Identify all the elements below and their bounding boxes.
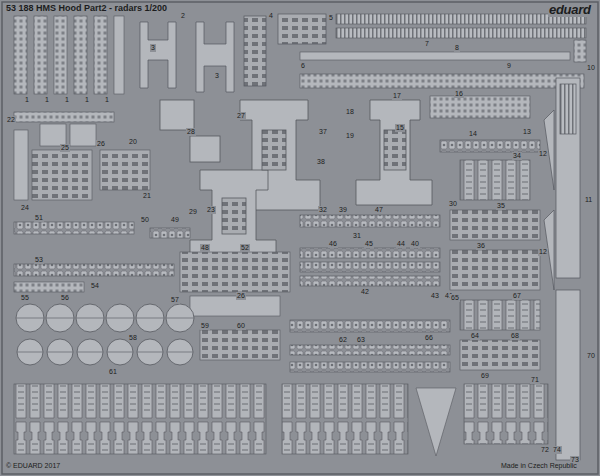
callout-number: 3 [150,44,156,52]
callout-number: 7 [424,40,430,48]
callout-number: 14 [468,130,478,138]
callout-number: 36 [476,242,486,250]
callout-number: 67 [512,292,522,300]
callout-number: 53 [34,256,44,264]
callout-number: 69 [480,372,490,380]
callout-number: 70 [586,352,596,360]
callout-number: 23 [206,206,216,214]
callout-number: 1 [64,96,70,104]
callout-number: 18 [345,108,355,116]
callout-number: 10 [586,64,596,72]
brand-logo: eduard [548,3,592,17]
callout-number: 1 [84,96,90,104]
callout-number: 37 [318,128,328,136]
callout-number: 38 [316,158,326,166]
callout-number: 39 [338,206,348,214]
fret-title: 53 188 HMS Hood Part2 - radars 1/200 [5,3,168,13]
callout-number: 44 [396,240,406,248]
callout-number: 29 [188,208,198,216]
callout-number: 65 [450,294,460,302]
callout-number: 17 [392,92,402,100]
callout-number: 54 [90,282,100,290]
callout-number: 9 [506,62,512,70]
callout-number: 3 [214,72,220,80]
callout-number: 72 [540,446,550,454]
callout-number: 55 [20,294,30,302]
callout-number: 4 [268,12,274,20]
callout-number: 31 [352,232,362,240]
callout-number: 27 [236,112,246,120]
callout-number: 26 [236,292,246,300]
callout-number: 60 [236,322,246,330]
callout-number: 59 [200,322,210,330]
callout-number: 2 [180,12,186,20]
callout-number: 48 [200,244,210,252]
callout-number: 45 [364,240,374,248]
callout-number: 1 [104,96,110,104]
callout-number: 12 [538,150,548,158]
callout-number: 68 [510,332,520,340]
callout-number: 26 [96,140,106,148]
callout-number: 24 [20,204,30,212]
callout-number: 43 [430,292,440,300]
callout-number: 25 [60,144,70,152]
callout-number: 32 [318,206,328,214]
callout-number: 5 [328,14,334,22]
callout-number: 64 [470,332,480,340]
callout-number: 63 [356,336,366,344]
callout-number: 51 [34,214,44,222]
copyright-note: © EDUARD 2017 [5,462,61,470]
callout-number: 12 [538,248,548,256]
callout-number: 46 [328,240,338,248]
callout-number: 74 [552,446,562,454]
callout-number: 49 [170,216,180,224]
callout-number: 58 [128,334,138,342]
callout-number: 61 [108,368,118,376]
callout-number: 22 [6,116,16,124]
callout-number: 40 [410,240,420,248]
callout-number: 66 [424,334,434,342]
callout-number: 50 [140,216,150,224]
callout-number: 42 [360,288,370,296]
callout-number: 1 [24,96,30,104]
callout-number: 34 [512,152,522,160]
callout-number: 6 [300,62,306,70]
callout-number: 35 [496,202,506,210]
callout-number: 15 [395,124,405,132]
callout-number: 30 [448,200,458,208]
callout-number: 1 [44,96,50,104]
callout-number: 52 [240,244,250,252]
origin-note: Made in Czech Republic [500,462,578,470]
callout-number: 56 [60,294,70,302]
callout-number: 11 [584,196,593,204]
callout-number: 16 [454,90,464,98]
callout-number: 28 [186,128,196,136]
callout-number: 21 [142,192,152,200]
callout-number: 19 [345,132,355,140]
callout-number: 47 [374,206,384,214]
callout-number: 62 [338,336,348,344]
callout-number: 13 [522,128,532,136]
callout-number: 20 [128,138,138,146]
callout-number: 8 [454,44,460,52]
callout-number: 57 [170,296,180,304]
callout-number: 71 [530,376,540,384]
